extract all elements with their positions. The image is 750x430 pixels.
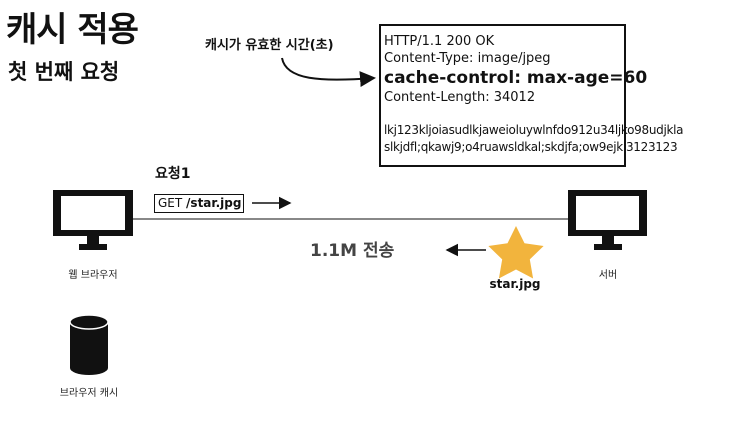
star-label: star.jpg (489, 277, 541, 291)
response-body-line-2: slkjdfl;qkawj9;o4ruawsldkal;skdjfa;ow9ej… (384, 140, 678, 154)
web-browser-monitor-icon (53, 190, 133, 250)
server-monitor-icon (568, 190, 647, 250)
star-icon (488, 226, 544, 279)
request-box: GET /star.jpg (154, 194, 244, 213)
content-type-header: Content-Type: image/jpeg (384, 51, 551, 66)
cache-control-header: cache-control: max-age=60 (384, 68, 648, 88)
browser-cache-icon (69, 314, 109, 375)
client-label: 웹 브라우저 (68, 270, 118, 281)
request-path: /star.jpg (186, 196, 242, 210)
server-label: 서버 (598, 270, 618, 281)
request-method: GET (158, 196, 183, 210)
request-label: 요청1 (155, 166, 191, 182)
max-age-annotation: 캐시가 유효한 시간(초) (205, 38, 334, 53)
content-length-header: Content-Length: 34012 (384, 90, 536, 105)
status-line: HTTP/1.1 200 OK (384, 34, 495, 49)
http-response-box: HTTP/1.1 200 OK Content-Type: image/jpeg… (379, 24, 684, 167)
cache-label: 브라우저 캐시 (59, 388, 119, 399)
annotation-arrow (281, 57, 376, 88)
page-subtitle: 첫 번째 요청 (8, 60, 120, 84)
page-title: 캐시 적용 (6, 10, 139, 50)
response-body-line-1: lkj123kljoiasudlkjaweioluywlnfdo912u34lj… (384, 123, 684, 137)
transfer-label: 1.1M 전송 (310, 241, 395, 261)
